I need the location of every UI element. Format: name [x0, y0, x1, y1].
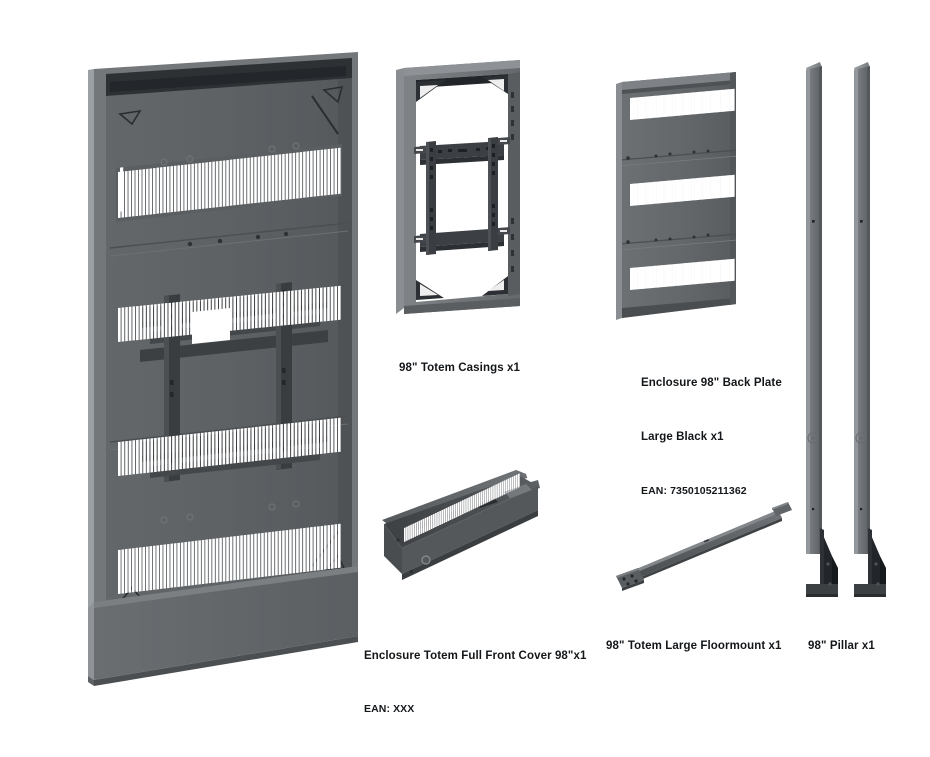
caption-line: EAN: XXX [364, 703, 415, 716]
totem-large-floormount-part [612, 498, 797, 593]
caption-line: 98" Pillar x1 [808, 639, 875, 652]
totem-full-front-cover-part [368, 470, 568, 600]
caption-line: 98" Totem Large Floormount x1 [606, 639, 782, 652]
totem-casings-part [392, 58, 532, 320]
caption-pillar: 98" Pillar x1 [808, 610, 930, 682]
caption-back-plate: Enclosure 98" Back Plate Large Black x1 … [641, 336, 861, 538]
caption-line: Enclosure Totem Full Front Cover 98"x1 [364, 650, 587, 662]
caption-line: Enclosure 98" Back Plate [641, 377, 782, 389]
caption-totem-casings: 98" Totem Casings x1 [399, 332, 599, 404]
parts-diagram-canvas: 98" Totem Casings x1 [80, 50, 930, 716]
caption-floormount: 98" Totem Large Floormount x1 [606, 610, 826, 682]
caption-line: 98" Totem Casings x1 [399, 361, 521, 374]
caption-line: Large Black x1 [641, 431, 724, 444]
main-enclosure-assembly [80, 50, 380, 686]
caption-line: EAN: 7350105211362 [641, 484, 747, 497]
pillar-pair-part [798, 56, 898, 601]
enclosure-back-plate-part [612, 68, 747, 326]
caption-front-cover: Enclosure Totem Full Front Cover 98"x1 E… [364, 609, 604, 757]
